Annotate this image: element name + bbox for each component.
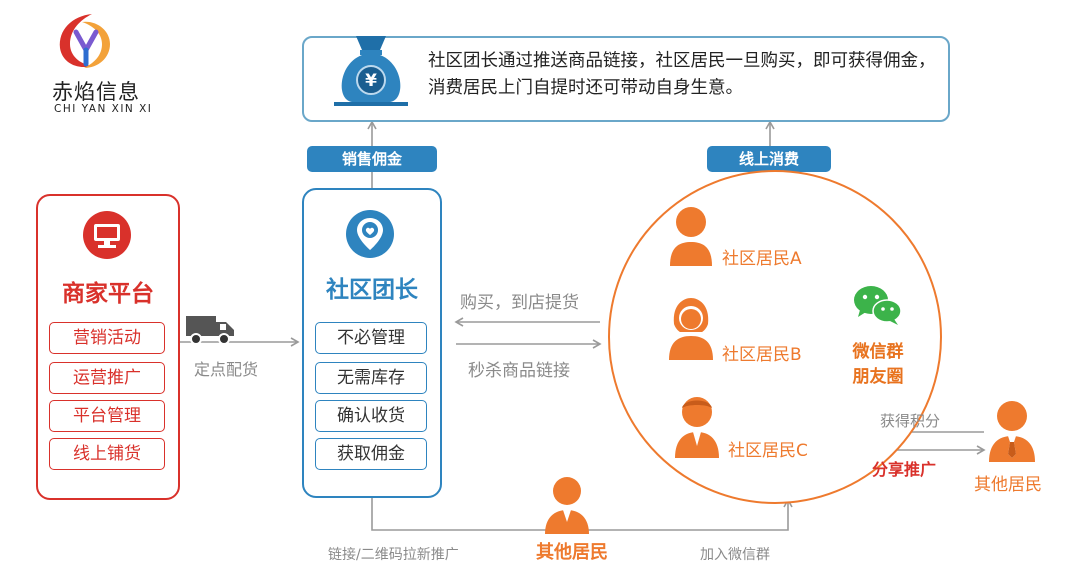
- logo-icon: [59, 14, 110, 68]
- leader-item: 无需库存: [315, 362, 427, 394]
- community-leader-title: 社区团长: [326, 277, 418, 303]
- wechat-moments-label: 微信群 朋友圈: [842, 340, 914, 390]
- monitor-icon: [83, 211, 131, 259]
- merchant-item: 线上铺货: [49, 438, 165, 470]
- resident-b-label: 社区居民B: [722, 345, 802, 365]
- residents-circle: [608, 170, 942, 504]
- buy-pickup-label: 购买，到店提货: [460, 293, 579, 313]
- wechat-group-label: 微信群: [852, 342, 904, 362]
- merchant-item: 营销活动: [49, 322, 165, 354]
- resident-c-icon: [675, 397, 719, 458]
- merchant-item: 平台管理: [49, 400, 165, 432]
- resident-b-icon: [669, 298, 713, 360]
- logo-name: 赤焰信息: [52, 80, 140, 104]
- svg-text:¥: ¥: [365, 71, 377, 91]
- other-residents-bottom-label: 其他居民: [536, 542, 608, 563]
- logo-subtitle: CHI YAN XIN XI: [54, 103, 153, 115]
- resident-a-icon: [670, 207, 712, 266]
- join-group-label: 加入微信群: [700, 547, 770, 563]
- share-promote-label: 分享推广: [872, 460, 937, 479]
- other-resident-bottom-icon: [545, 477, 589, 534]
- resident-c-label: 社区居民C: [728, 441, 808, 461]
- truck-icon: [186, 316, 234, 345]
- wechat-icon: [854, 286, 902, 325]
- invite-label: 链接/二维码拉新推广: [328, 547, 459, 563]
- merchant-platform-title: 商家平台: [62, 281, 154, 307]
- resident-a-label: 社区居民A: [722, 249, 802, 269]
- other-residents-right-label: 其他居民: [974, 475, 1042, 495]
- other-resident-right-icon: [989, 401, 1035, 462]
- sales-commission-badge: 销售佣金: [307, 146, 437, 172]
- info-text: 社区团长通过推送商品链接，社区居民一旦购买，即可获得佣金，消费居民上门自提时还可…: [428, 51, 936, 98]
- moments-label: 朋友圈: [852, 367, 904, 387]
- money-bag-icon: ¥: [334, 36, 408, 106]
- flash-link-label: 秒杀商品链接: [468, 361, 570, 381]
- leader-item: 不必管理: [315, 322, 427, 354]
- points-label: 获得积分: [880, 412, 941, 430]
- leader-item: 确认收货: [315, 400, 427, 432]
- delivery-label: 定点配货: [194, 360, 259, 379]
- leader-item: 获取佣金: [315, 438, 427, 470]
- merchant-item: 运营推广: [49, 362, 165, 394]
- location-heart-icon: [346, 210, 394, 258]
- online-consumption-badge: 线上消费: [707, 146, 831, 172]
- info-box: [302, 36, 950, 122]
